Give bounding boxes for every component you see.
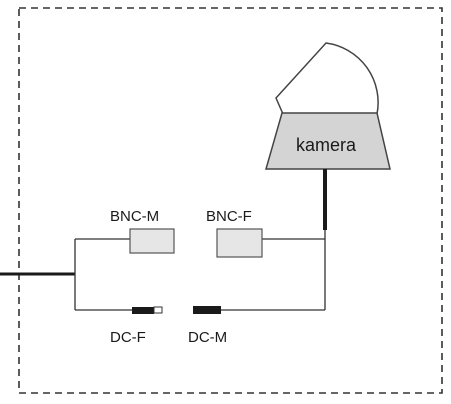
enclosure-boundary: [18, 7, 443, 394]
bnc-male-connector: [129, 228, 175, 254]
dc-female-connector: [132, 307, 154, 314]
dc-female-tip: [153, 306, 163, 314]
bnc-male-label: BNC-M: [110, 208, 159, 225]
dc-female-label: DC-F: [110, 329, 146, 346]
dc-male-label: DC-M: [188, 329, 227, 346]
bnc-female-label: BNC-F: [206, 208, 252, 225]
bnc-female-connector: [216, 228, 263, 258]
dc-male-connector: [193, 306, 221, 314]
camera-body: [265, 112, 391, 170]
camera-label: kamera: [296, 135, 357, 155]
camera-dome: [275, 42, 379, 115]
